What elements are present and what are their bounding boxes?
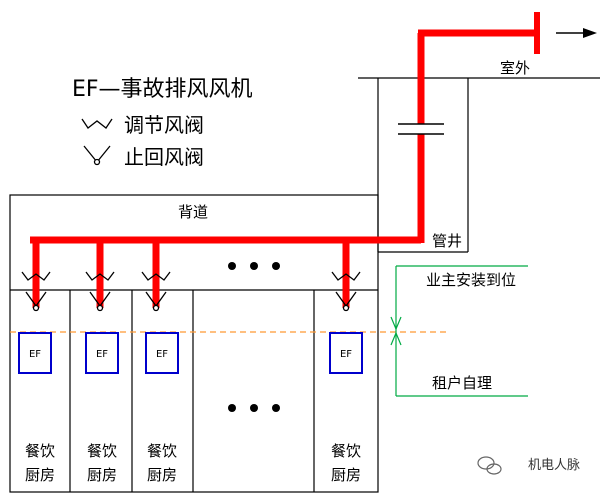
scope-dimension-marker bbox=[390, 265, 528, 397]
watermark-text: 机电人脉 bbox=[528, 458, 580, 473]
tenant-self-label: 租户自理 bbox=[432, 374, 492, 392]
continuation-dots bbox=[228, 262, 280, 412]
shaft-damper bbox=[398, 123, 444, 135]
room-3-line2: 厨房 bbox=[147, 466, 177, 484]
ef-label-4: EF bbox=[340, 349, 352, 360]
legend-damper-label: 调节风阀 bbox=[124, 113, 204, 137]
room-3-line1: 餐饮 bbox=[147, 442, 177, 460]
outdoor-label: 室外 bbox=[500, 59, 530, 77]
wechat-icon bbox=[477, 456, 502, 475]
room-1-line1: 餐饮 bbox=[25, 442, 55, 460]
ef-label-2: EF bbox=[96, 349, 108, 360]
branch-regulating-dampers bbox=[21, 271, 361, 281]
owner-installed-label: 业主安装到位 bbox=[426, 271, 516, 289]
room-4-line1: 餐饮 bbox=[331, 442, 361, 460]
building-block bbox=[9, 194, 379, 493]
legend-check-valve-label: 止回风阀 bbox=[124, 145, 204, 169]
room-1-line2: 厨房 bbox=[25, 466, 55, 484]
legend-ef-definition: EF—事故排风风机 bbox=[72, 77, 253, 102]
exhaust-arrow bbox=[556, 28, 597, 38]
ef-label-3: EF bbox=[156, 349, 168, 360]
ef-label-1: EF bbox=[29, 349, 41, 360]
check-valve-icon bbox=[83, 145, 111, 166]
room-4-line2: 厨房 bbox=[331, 466, 361, 484]
pipe-shaft-label: 管井 bbox=[432, 232, 462, 250]
ef-fan-boxes bbox=[18, 332, 363, 374]
room-2-line1: 餐饮 bbox=[87, 442, 117, 460]
back-corridor-label: 背道 bbox=[178, 203, 208, 221]
room-2-line2: 厨房 bbox=[87, 466, 117, 484]
exhaust-duct bbox=[30, 12, 540, 308]
damper-icon bbox=[81, 118, 113, 129]
branch-check-valves bbox=[25, 291, 357, 312]
